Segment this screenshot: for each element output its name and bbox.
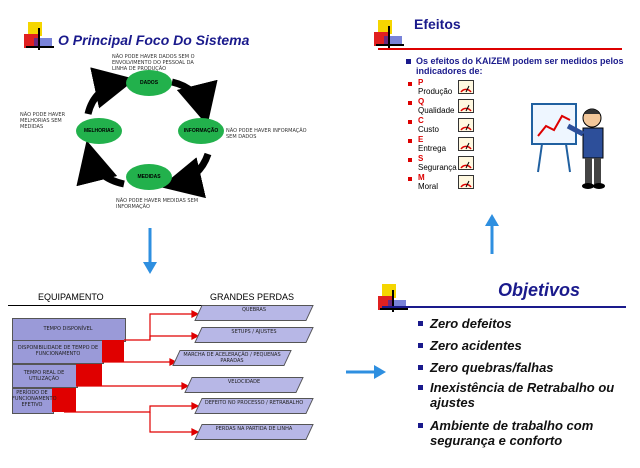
q4-divider [382, 306, 626, 308]
q1-logo [24, 22, 54, 50]
indicator-name: Segurança [418, 163, 457, 172]
indicator-letter: E [418, 135, 424, 144]
node-informacao: INFORMAÇÃO [178, 118, 224, 144]
time-bar-3 [12, 364, 78, 388]
node-medidas-label: MEDIDAS [137, 174, 161, 180]
cycle-arrow-bottom-left [76, 140, 125, 188]
objective-bullet [418, 423, 423, 428]
q2-title: Efeitos [414, 16, 461, 32]
node-medidas: MEDIDAS [126, 164, 172, 190]
gauge-icon [458, 137, 474, 151]
objective-text: Zero acidentes [430, 338, 522, 353]
gauge-icon [458, 156, 474, 170]
time-bar-2 [12, 340, 104, 364]
arrow-right-icon [346, 365, 386, 379]
time-label-4: PERÍODO DE FUNCIONAMENTO EFETIVO [12, 390, 57, 408]
indicator-letter: M [418, 173, 425, 182]
node-melhorias-label: MELHORIAS [84, 128, 114, 134]
objective-bullet [418, 321, 423, 326]
loss-label: SETUPS / AJUSTES [231, 329, 277, 335]
objective-text: Inexistência de Retrabalho ou ajustes [430, 380, 615, 410]
presenter-illustration [531, 103, 605, 189]
cycle-arrow-top-left [84, 67, 136, 115]
loss-item: PERDAS NA PARTIDA DE LINHA [194, 424, 314, 440]
indicator-bullet [408, 139, 412, 143]
gauge-icon [458, 80, 474, 94]
equipamento-header: EQUIPAMENTO [38, 292, 104, 302]
loss-connectors [64, 310, 200, 436]
time-bar-4 [12, 388, 54, 414]
objective-text: Ambiente de trabalho com segurança e con… [430, 418, 594, 448]
loss-label: DEFEITO NO PROCESSO / RETRABALHO [204, 400, 304, 406]
time-label-2: DISPONIBILIDADE DE TEMPO DE FUNCIONAMENT… [17, 345, 99, 357]
node-dados-label: DADOS [139, 80, 159, 86]
indicator-name: Produção [418, 87, 453, 96]
q1-title: O Principal Foco Do Sistema [58, 32, 250, 48]
loss-item: VELOCIDADE [184, 377, 304, 393]
gauge-icon [458, 99, 474, 113]
loss-label: VELOCIDADE [227, 379, 261, 385]
time-loss-block-2 [102, 340, 124, 362]
indicator-letter: S [418, 154, 424, 163]
objective-bullet [418, 385, 423, 390]
loss-label: PERDAS NA PARTIDA DE LINHA [215, 426, 293, 432]
q2-logo [374, 20, 404, 48]
cycle-diagram [76, 67, 218, 199]
q2-intro-bullet [406, 59, 411, 64]
loss-item: DEFEITO NO PROCESSO / RETRABALHO [194, 398, 314, 414]
indicator-letter: Q [418, 97, 425, 106]
note-melhorias: NÃO PODE HAVER MELHORIAS SEM MEDIDAS [20, 112, 66, 130]
indicator-name: Custo [418, 125, 439, 134]
cycle-arrow-top-right [171, 78, 218, 126]
objective-bullet [418, 365, 423, 370]
gauge-icon [458, 175, 474, 189]
time-label-3: TEMPO REAL DE UTILIZAÇÃO [23, 370, 65, 382]
indicator-bullet [408, 101, 412, 105]
node-dados: DADOS [126, 70, 172, 96]
loss-item: MARCHA DE ACELERAÇÃO / PEQUENAS PARADAS [172, 350, 292, 366]
cycle-arrow-bottom-right [160, 152, 212, 199]
indicator-bullet [408, 158, 412, 162]
node-melhorias: MELHORIAS [76, 118, 122, 144]
indicator-name: Qualidade [418, 106, 455, 115]
indicator-bullet [408, 82, 412, 86]
objective-text: Zero defeitos [430, 316, 512, 331]
gauge-icon [458, 118, 474, 132]
q2-divider [378, 48, 622, 50]
indicator-name: Entrega [418, 144, 447, 153]
q4-title: Objetivos [498, 280, 581, 300]
node-informacao-label: INFORMAÇÃO [183, 128, 219, 134]
objective-bullet [418, 343, 423, 348]
time-loss-block-3 [76, 364, 102, 386]
time-label-1: TEMPO DISPONÍVEL [43, 326, 93, 332]
indicator-letter: P [418, 78, 424, 87]
time-bar-1 [12, 318, 126, 342]
grandes-perdas-header: GRANDES PERDAS [210, 292, 295, 302]
loss-label: QUEBRAS [241, 307, 267, 313]
note-dados: NÃO PODE HAVER DADOS SEM O ENVOLVIMENTO … [112, 54, 195, 72]
loss-item: QUEBRAS [194, 305, 314, 321]
note-medidas: NÃO PODE HAVER MEDIDAS SEM INFORMAÇÃO [116, 198, 199, 210]
note-informacao: NÃO PODE HAVER INFORMAÇÃO SEM DADOS [226, 128, 307, 140]
indicator-letter: C [418, 116, 424, 125]
loss-label: MARCHA DE ACELERAÇÃO / PEQUENAS PARADAS [183, 352, 281, 364]
headers-underline [8, 305, 308, 306]
time-loss-block-4 [52, 388, 76, 412]
q2-intro: Os efeitos do KAIZEM podem ser medidos p… [416, 56, 624, 76]
arrow-up-icon [485, 214, 499, 254]
indicator-name: Moral [418, 182, 439, 191]
indicator-bullet [408, 120, 412, 124]
indicator-bullet [408, 177, 412, 181]
objective-text: Zero quebras/falhas [430, 360, 554, 375]
loss-item: SETUPS / AJUSTES [194, 327, 314, 343]
arrow-down-icon [143, 228, 157, 274]
